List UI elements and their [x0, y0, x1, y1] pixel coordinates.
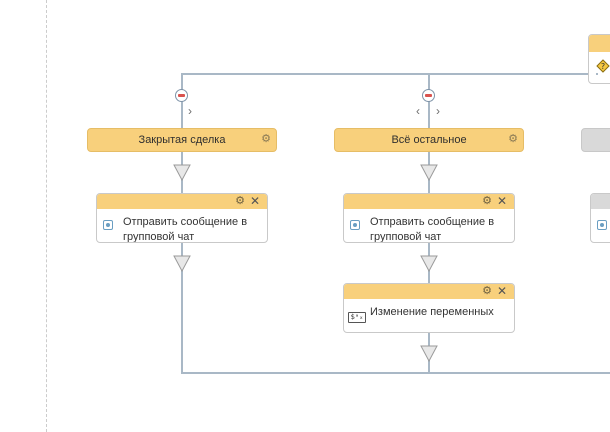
branch-3-action[interactable]: [590, 193, 610, 243]
close-icon[interactable]: ✕: [496, 284, 507, 298]
gear-icon[interactable]: ⚙: [482, 195, 492, 207]
message-icon: [597, 220, 607, 230]
top-connector: [181, 73, 610, 75]
condition-icon: ?: [596, 59, 610, 73]
condition-block[interactable]: ?: [588, 34, 610, 84]
chevron-right-icon[interactable]: ›: [436, 104, 440, 118]
canvas-guide-line: [46, 0, 47, 432]
message-icon: [103, 220, 113, 230]
action-header: ⚙ ✕: [344, 284, 514, 299]
top-block-connector: [596, 73, 598, 75]
variables-icon: $ᵃₓ: [348, 312, 366, 323]
action-label: Отправить сообщение в групповой чат: [123, 216, 248, 243]
change-variables-action[interactable]: ⚙ ✕ $ᵃₓ Изменение переменных: [343, 283, 515, 333]
action-header: ⚙ ✕: [344, 194, 514, 209]
branch-1-connector-b: [181, 243, 183, 374]
arrow-down-icon: [173, 164, 191, 181]
condition-block-header: [589, 35, 610, 52]
action-label: Отправить сообщение в групповой чат: [370, 216, 495, 243]
branch-3-header[interactable]: [581, 128, 610, 152]
branch-1-header[interactable]: Закрытая сделка ⚙: [87, 128, 277, 152]
gear-icon[interactable]: ⚙: [508, 133, 518, 145]
action-header: ⚙ ✕: [97, 194, 267, 209]
bottom-connector: [181, 372, 610, 374]
chevron-left-icon[interactable]: ‹: [416, 104, 420, 118]
arrow-down-icon: [420, 255, 438, 272]
close-icon[interactable]: ✕: [249, 194, 260, 208]
remove-branch-2-icon[interactable]: [422, 89, 435, 102]
remove-branch-1-icon[interactable]: [175, 89, 188, 102]
svg-text:?: ?: [601, 62, 605, 71]
branch-1-title: Закрытая сделка: [138, 134, 226, 146]
arrow-down-icon: [173, 255, 191, 272]
gear-icon[interactable]: ⚙: [235, 195, 245, 207]
message-icon: [350, 220, 360, 230]
gear-icon[interactable]: ⚙: [261, 133, 271, 145]
send-group-message-action-2[interactable]: ⚙ ✕ Отправить сообщение в групповой чат: [343, 193, 515, 243]
close-icon[interactable]: ✕: [496, 194, 507, 208]
action-label: Изменение переменных: [370, 306, 494, 318]
branch-2-title: Всё остальное: [391, 134, 467, 146]
gear-icon[interactable]: ⚙: [482, 285, 492, 297]
branch-2-header[interactable]: Всё остальное ⚙: [334, 128, 524, 152]
send-group-message-action-1[interactable]: ⚙ ✕ Отправить сообщение в групповой чат: [96, 193, 268, 243]
action-header: [591, 194, 610, 209]
arrow-down-icon: [420, 164, 438, 181]
arrow-down-icon: [420, 345, 438, 362]
chevron-right-icon[interactable]: ›: [188, 104, 192, 118]
